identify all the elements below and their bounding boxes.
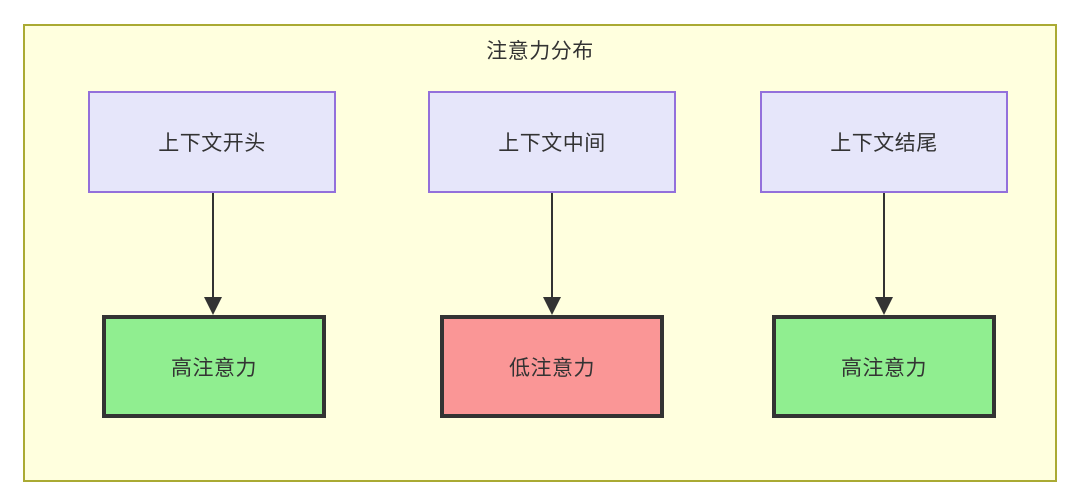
node-context-end-label: 上下文结尾 — [830, 132, 938, 155]
node-attention-start[interactable]: 高注意力 — [102, 315, 326, 418]
subgraph-title: 注意力分布 — [486, 40, 594, 63]
node-context-middle[interactable]: 上下文中间 — [428, 91, 676, 193]
node-attention-end[interactable]: 高注意力 — [772, 315, 996, 418]
node-context-start-label: 上下文开头 — [158, 132, 266, 155]
node-context-middle-label: 上下文中间 — [498, 132, 606, 155]
node-attention-middle[interactable]: 低注意力 — [440, 315, 664, 418]
node-context-start[interactable]: 上下文开头 — [88, 91, 336, 193]
node-attention-start-label: 高注意力 — [171, 356, 257, 380]
node-attention-middle-label: 低注意力 — [509, 356, 595, 380]
node-attention-end-label: 高注意力 — [841, 356, 927, 380]
node-context-end[interactable]: 上下文结尾 — [760, 91, 1008, 193]
